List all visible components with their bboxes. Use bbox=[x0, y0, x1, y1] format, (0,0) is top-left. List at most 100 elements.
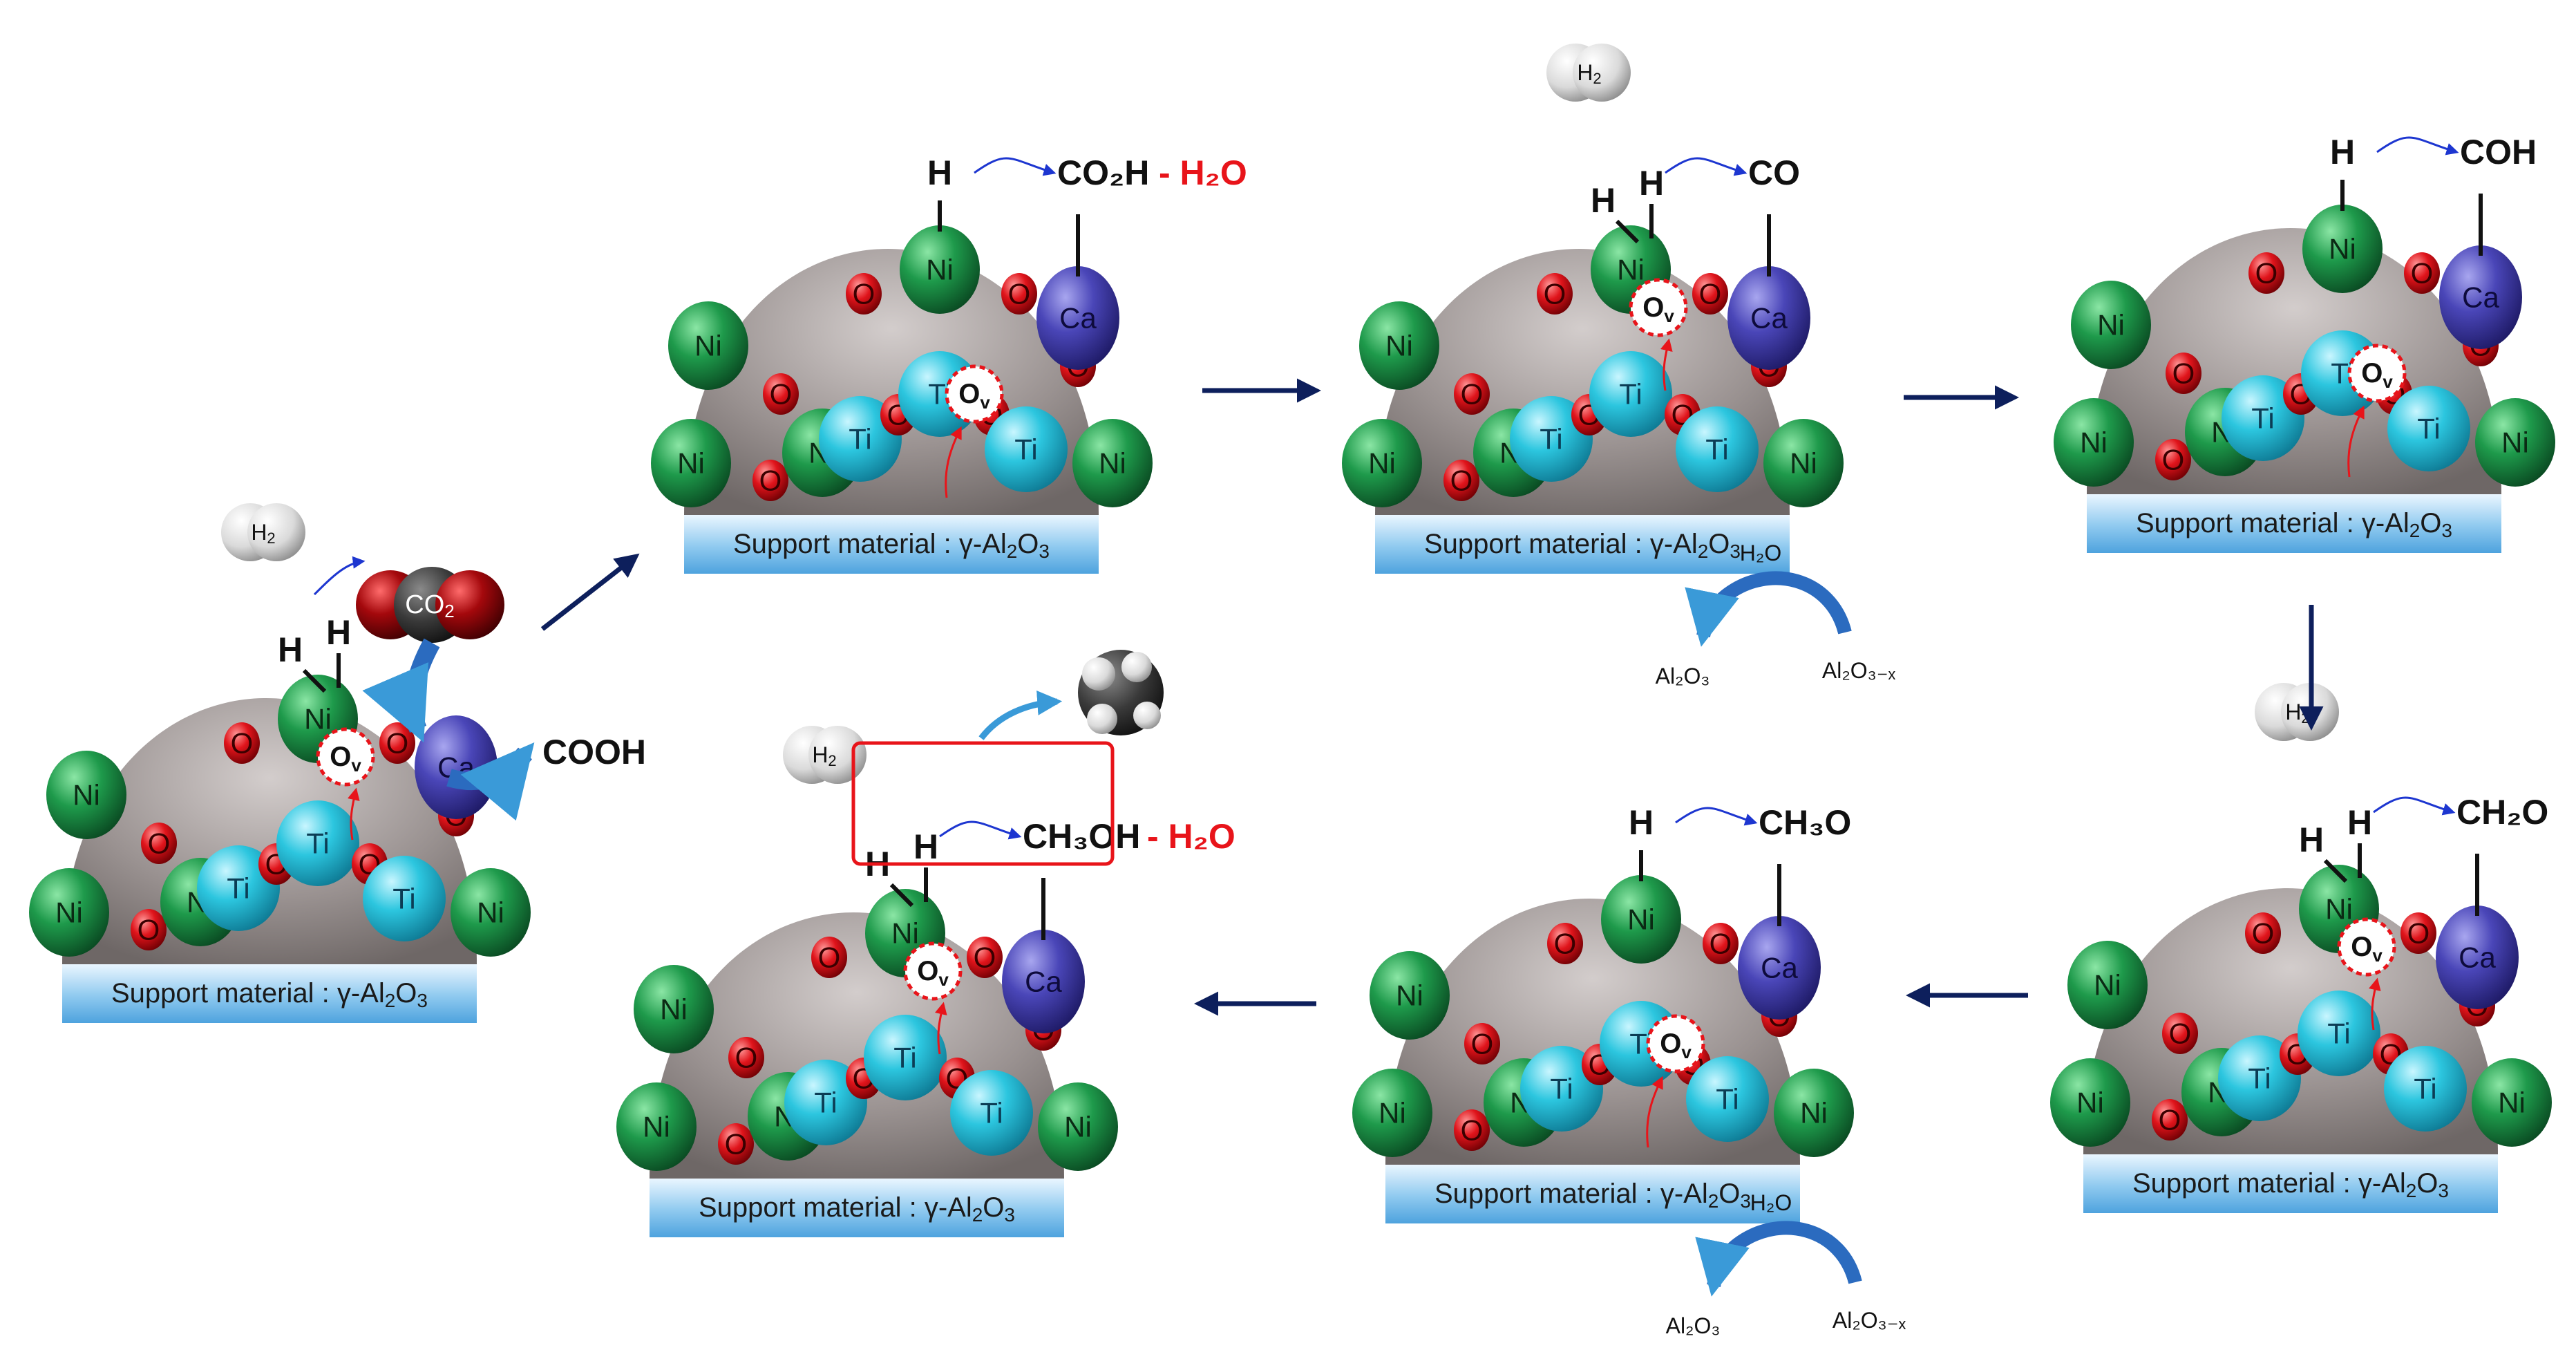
svg-text:Ti: Ti bbox=[2251, 402, 2274, 435]
atom-o: O bbox=[967, 937, 1003, 978]
svg-text:O: O bbox=[853, 278, 875, 310]
hydrogen-atom-label: H bbox=[1591, 181, 1616, 220]
atom-ni: Ni bbox=[2054, 398, 2134, 487]
support-material-bar: Support material : γ-Al2O3 bbox=[1375, 515, 1790, 574]
svg-text:O: O bbox=[1699, 278, 1722, 310]
oxygen-vacancy: Ov bbox=[903, 941, 963, 1001]
atom-ca: Ca bbox=[2439, 245, 2522, 349]
atom-ni: Ni bbox=[1763, 419, 1844, 507]
atom-o: O bbox=[2400, 912, 2436, 954]
vacancy-arrow bbox=[945, 426, 962, 498]
stage-1-extras: H2 CO2 COOH bbox=[221, 503, 646, 821]
atom-o: O bbox=[728, 1037, 764, 1078]
atom-ni: Ni bbox=[29, 868, 109, 957]
atom-o: O bbox=[2166, 353, 2201, 394]
atom-o: O bbox=[811, 937, 847, 978]
h2-molecule-icon-stage-7: H2 bbox=[783, 726, 866, 784]
atom-ni: Ni bbox=[2472, 1058, 2552, 1147]
svg-text:Ti: Ti bbox=[893, 1042, 916, 1074]
oxygen-vacancy: Ov bbox=[2337, 917, 2396, 977]
atom-ca: Ca bbox=[1738, 916, 1821, 1020]
hydrogen-transfer-arrow bbox=[939, 820, 1022, 840]
svg-text:O: O bbox=[1554, 928, 1577, 960]
curved-hydrogen-arrow bbox=[313, 556, 366, 596]
svg-text:Ni: Ni bbox=[55, 897, 83, 929]
svg-text:Ni: Ni bbox=[694, 330, 722, 362]
svg-text:CO2: CO2 bbox=[405, 590, 454, 621]
svg-text:O: O bbox=[2252, 917, 2275, 950]
atom-ti: Ti bbox=[2384, 1046, 2467, 1132]
svg-text:Ov: Ov bbox=[917, 956, 949, 990]
reduced-alumina-label: Al₂O₃₋ₓ bbox=[1832, 1308, 1906, 1333]
svg-text:O: O bbox=[770, 378, 793, 411]
svg-text:Ni: Ni bbox=[1617, 254, 1645, 286]
reduced-alumina-label: Al₂O₃₋ₓ bbox=[1822, 658, 1896, 683]
flow-arrow-1-to-2 bbox=[540, 553, 640, 631]
hydrogen-transfer-arrow bbox=[974, 157, 1057, 176]
svg-text:Ov: Ov bbox=[1642, 292, 1674, 326]
atom-o: O bbox=[141, 823, 177, 864]
atom-ti: Ti bbox=[864, 1015, 947, 1100]
atom-ni: Ni bbox=[1370, 951, 1450, 1040]
catalyst-stage-1: NiONiTiOTiOTiNiONiOONiOCaOvSupport mater… bbox=[29, 613, 531, 1023]
co2-adsorption-arrow bbox=[362, 638, 440, 743]
svg-text:Ti: Ti bbox=[227, 872, 249, 905]
svg-text:O: O bbox=[1710, 928, 1732, 960]
co2-molecule-icon: CO2 bbox=[356, 567, 504, 643]
atom-o: O bbox=[2152, 1099, 2188, 1141]
atom-ni: Ni bbox=[451, 868, 531, 957]
svg-text:Support material : γ-Al2O3: Support material : γ-Al2O3 bbox=[1434, 1179, 1751, 1212]
vacancy-arrow bbox=[2369, 977, 2381, 1031]
svg-text:O: O bbox=[1471, 1028, 1494, 1060]
atom-o: O bbox=[1464, 1023, 1500, 1064]
svg-text:Ni: Ni bbox=[2325, 893, 2353, 926]
atom-ca: Ca bbox=[1036, 266, 1119, 370]
atom-ni: Ni bbox=[1072, 419, 1153, 507]
methane-molecule-icon bbox=[1078, 650, 1164, 735]
flow-arrows bbox=[540, 378, 2324, 1016]
hydrogen-atom-label: H bbox=[913, 827, 938, 866]
hydrogen-transfer-arrow bbox=[1675, 807, 1758, 826]
svg-text:Ni: Ni bbox=[1368, 447, 1396, 480]
svg-text:Ni: Ni bbox=[643, 1111, 670, 1143]
atom-ni: Ni bbox=[1342, 419, 1422, 507]
svg-text:Support material : γ-Al2O3: Support material : γ-Al2O3 bbox=[699, 1192, 1015, 1226]
svg-text:Ti: Ti bbox=[1716, 1083, 1739, 1116]
species-label: COH bbox=[2460, 133, 2537, 171]
svg-text:H2: H2 bbox=[1577, 60, 1601, 87]
hydrogen-atom-label: H bbox=[927, 153, 952, 192]
methane-release-arrow bbox=[978, 690, 1063, 740]
svg-text:Ti: Ti bbox=[2327, 1017, 2350, 1050]
atom-o: O bbox=[1703, 923, 1739, 964]
svg-text:O: O bbox=[1461, 1114, 1484, 1147]
svg-text:Ca: Ca bbox=[1750, 302, 1788, 335]
atom-ti: Ti bbox=[2298, 991, 2380, 1076]
atom-ti: Ti bbox=[1686, 1056, 1769, 1142]
support-material-bar: Support material : γ-Al2O3 bbox=[650, 1179, 1064, 1237]
alumina-label: Al₂O₃ bbox=[1666, 1313, 1721, 1338]
atom-ti: Ti bbox=[1589, 351, 1672, 437]
svg-text:O: O bbox=[1008, 278, 1031, 310]
svg-text:Ti: Ti bbox=[1619, 378, 1642, 411]
svg-text:Ni: Ni bbox=[477, 897, 504, 929]
svg-text:Ni: Ni bbox=[2498, 1087, 2526, 1119]
hydrogen-atom-label: H bbox=[1639, 164, 1664, 203]
svg-text:Ti: Ti bbox=[1550, 1073, 1573, 1105]
atom-ni: Ni bbox=[2067, 941, 2148, 1029]
atom-o: O bbox=[763, 373, 799, 415]
atom-o: O bbox=[752, 460, 788, 501]
svg-text:O: O bbox=[974, 941, 996, 974]
svg-text:Ti: Ti bbox=[814, 1087, 837, 1119]
svg-text:O: O bbox=[1461, 378, 1484, 411]
svg-text:Ov: Ov bbox=[1660, 1029, 1692, 1062]
atom-ni: Ni bbox=[634, 965, 714, 1053]
svg-text:O: O bbox=[386, 727, 409, 760]
svg-text:Ni: Ni bbox=[1099, 447, 1126, 480]
atom-ni: Ni bbox=[2050, 1058, 2130, 1147]
atom-o: O bbox=[2248, 252, 2284, 294]
catalyst-stage-4: NiONiTiOTiOTiNiONiOONiOCaOvSupport mater… bbox=[2054, 133, 2555, 553]
svg-text:O: O bbox=[231, 727, 254, 760]
atom-o: O bbox=[718, 1123, 754, 1165]
hydrogen-transfer-arrow bbox=[2376, 136, 2459, 156]
